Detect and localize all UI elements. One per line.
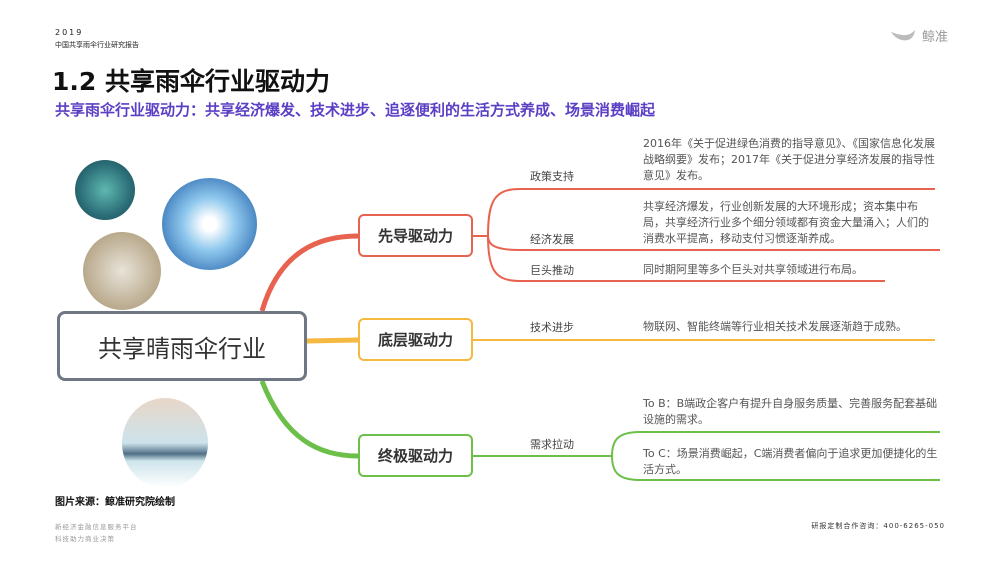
page-title: 1.2 共享雨伞行业驱动力	[52, 67, 330, 96]
connector-green	[259, 380, 359, 459]
footer-hotline: 研报定制合作咨询：400-6265-050	[811, 522, 945, 530]
text-to-c: To C：场景消费崛起，C端消费者偏向于追求更加便捷化的生活方式。	[643, 447, 938, 476]
text-to-b: To B：B端政企客户有提升自身服务质量、完善服务配套基础设施的需求。	[643, 397, 938, 426]
mobile-payment-image	[83, 232, 161, 310]
label-giants: 巨头推动	[530, 264, 574, 277]
branch-leading-driver: 先导驱动力	[358, 214, 473, 257]
report-name: 中国共享雨伞行业研究报告	[55, 41, 139, 49]
text-policy: 2016年《关于促进绿色消费的指导意见》、《国家信息化发展战略纲要》发布；201…	[643, 137, 935, 182]
connector-red	[259, 233, 359, 312]
label-policy: 政策支持	[530, 170, 574, 183]
footer-line1: 新经济金融信息服务平台	[55, 523, 138, 531]
digital-image	[162, 178, 257, 270]
label-tech: 技术进步	[530, 321, 574, 334]
branch-ultimate-driver: 终极驱动力	[358, 434, 473, 477]
mindmap-center-node: 共享晴雨伞行业	[57, 311, 307, 381]
report-year: 2019	[55, 28, 84, 37]
label-economy: 经济发展	[530, 233, 574, 246]
text-economy: 共享经济爆发，行业创新发展的大环境形成；资本集中布局，共享经济行业多个细分领域都…	[643, 200, 929, 245]
whale-logo-icon	[890, 29, 915, 40]
logo: 鲸准	[890, 26, 948, 45]
footer-line2: 科技助力商业决策	[55, 535, 115, 543]
text-giants: 同时期阿里等多个巨头对共享领域进行布局。	[643, 263, 863, 276]
label-demand: 需求拉动	[530, 438, 574, 451]
text-tech: 物联网、智能终端等行业相关技术发展逐渐趋于成熟。	[643, 320, 907, 333]
branch-base-driver: 底层驱动力	[358, 318, 473, 361]
connector-orange	[306, 337, 359, 344]
tech-image	[75, 160, 135, 220]
image-source: 图片来源：鲸准研究院绘制	[55, 497, 175, 508]
runner-image	[122, 398, 208, 488]
page-subtitle: 共享雨伞行业驱动力：共享经济爆发、技术进步、追逐便利的生活方式养成、场景消费崛起	[55, 101, 656, 119]
logo-text: 鲸准	[921, 30, 948, 45]
